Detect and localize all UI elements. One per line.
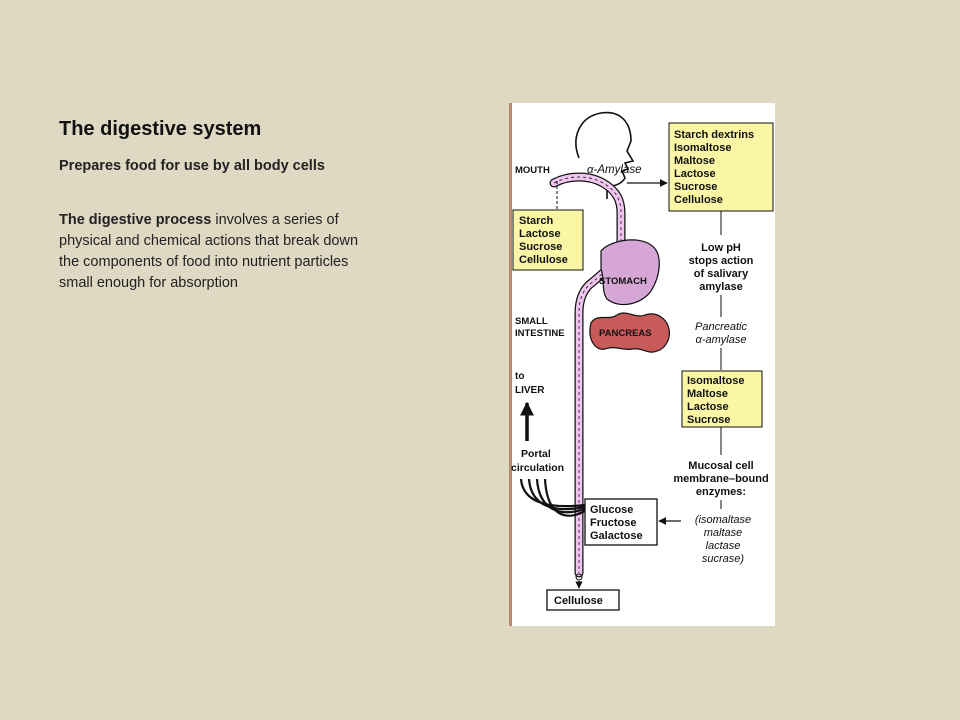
mouth-product-item: Maltose [674,155,715,167]
enzyme-item: sucrase) [702,553,745,565]
enzyme-item: maltase [704,527,743,539]
digestion-diagram: STOMACH PANCREAS MOUTH SMALL INTESTINE α… [509,103,775,626]
low-ph-line: amylase [699,281,742,293]
to-liver-label: to [515,371,524,382]
slide-body: The digestive process involves a series … [59,210,359,294]
small-intestine-label-1: SMALL [515,316,548,327]
slide-subtitle: Prepares food for use by all body cells [59,158,325,174]
pancreatic-amylase-line: Pancreatic [695,321,747,333]
low-ph-line: Low pH [701,242,741,254]
intestine-sugar-item: Maltose [687,388,728,400]
portal-label: Portal [521,448,551,460]
mouth-product-item: Lactose [674,168,716,180]
portal-label: circulation [511,462,564,474]
ingested-item: Sucrose [519,241,562,253]
ingested-item: Starch [519,215,554,227]
enzyme-item: lactase [706,540,741,552]
mouth-products-box [668,122,774,212]
salivary-amylase-label: α-Amylase [587,164,642,176]
ingested-item: Lactose [519,228,561,240]
mouth-product-item: Isomaltose [674,142,731,154]
portal-vessels [519,478,586,517]
pancreas-label: PANCREAS [599,328,652,339]
ingested-box [512,209,584,271]
body-bold-term: The digestive process [59,212,212,228]
pancreatic-amylase-line: α-amylase [696,334,747,346]
monosaccharides-box [584,498,658,546]
ingested-item: Cellulose [519,254,568,266]
intestine-sugar-item: Lactose [687,401,729,413]
mouth-label: MOUTH [515,165,550,176]
stomach-shape [600,239,660,306]
enzyme-item: (isomaltase [695,514,751,526]
mucosal-line: Mucosal cell [688,460,753,472]
body-text: involves a series of physical and chemic… [59,212,359,291]
cellulose-label: Cellulose [554,595,603,607]
low-ph-line: of salivary [694,268,749,280]
monosaccharide-item: Galactose [590,530,643,542]
diagram-svg: STOMACH PANCREAS MOUTH SMALL INTESTINE α… [509,103,774,626]
mucosal-line: membrane–bound [673,473,768,485]
slide-title: The digestive system [59,118,262,140]
intestine-sugar-item: Isomaltose [687,375,744,387]
monosaccharide-item: Glucose [590,504,633,516]
monosaccharide-item: Fructose [590,517,636,529]
low-ph-line: stops action [689,255,754,267]
mouth-product-item: Starch dextrins [674,129,754,141]
pancreas-shape [589,312,670,353]
mouth-product-item: Cellulose [674,194,723,206]
head-profile [575,111,635,199]
mucosal-line: enzymes: [696,486,746,498]
to-liver-label: LIVER [515,385,545,396]
cellulose-box [546,589,620,611]
small-intestine-label-2: INTESTINE [515,328,565,339]
intestine-sugar-item: Sucrose [687,414,730,426]
intestine-sugars-box [681,370,763,428]
tract-end [575,573,583,581]
figure-border [509,103,512,626]
mouth-product-item: Sucrose [674,181,717,193]
stomach-label: STOMACH [599,276,647,287]
